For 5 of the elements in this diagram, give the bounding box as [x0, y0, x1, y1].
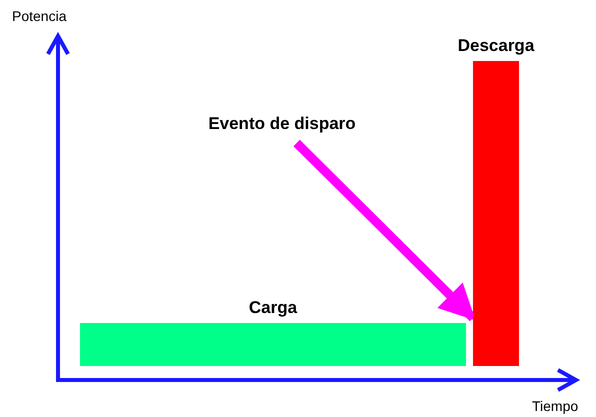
bar-label: Descarga [458, 36, 534, 56]
bar-label: Carga [248, 298, 298, 318]
axis-label: Potencia [12, 8, 66, 24]
event-label: Evento de disparo [192, 114, 372, 143]
axis-label: Tiempo [532, 398, 578, 414]
